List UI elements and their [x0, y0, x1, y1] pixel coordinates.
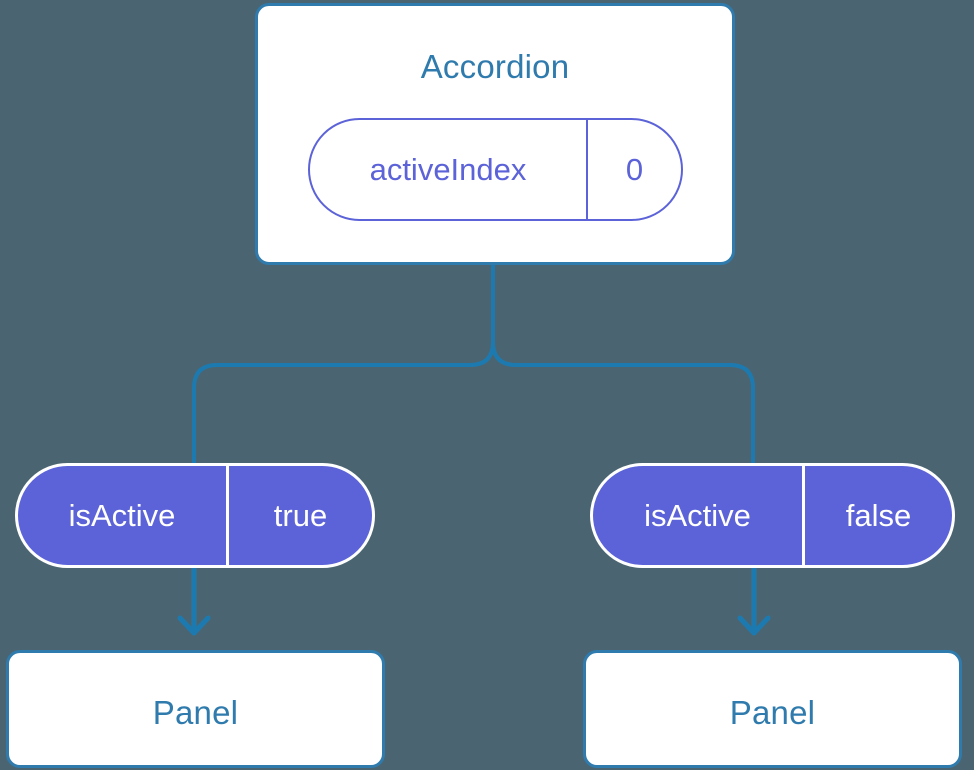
- arrowhead-right-panel: [737, 615, 771, 636]
- state-pill-activeindex[interactable]: activeIndex 0: [308, 118, 683, 221]
- prop-pill-isactive-left[interactable]: isActive true: [15, 463, 375, 568]
- component-title-accordion: Accordion: [420, 48, 570, 85]
- connector-accordion-to-left-pill: [192, 263, 495, 465]
- component-title-panel: Panel: [729, 694, 816, 731]
- component-node-panel-right[interactable]: Panel: [583, 650, 962, 768]
- component-node-panel-left[interactable]: Panel: [6, 650, 385, 768]
- prop-pill-value: false: [845, 497, 912, 533]
- prop-pill-value: true: [273, 497, 328, 533]
- state-pill-value: 0: [625, 151, 644, 187]
- prop-pill-isactive-right[interactable]: isActive false: [590, 463, 955, 568]
- state-pill-key: activeIndex: [310, 120, 588, 219]
- component-title-panel: Panel: [152, 694, 239, 731]
- arrowhead-left-panel: [177, 615, 211, 636]
- prop-pill-key: isActive: [593, 466, 805, 565]
- connector-accordion-to-right-pill: [491, 263, 755, 465]
- prop-pill-key: isActive: [18, 466, 229, 565]
